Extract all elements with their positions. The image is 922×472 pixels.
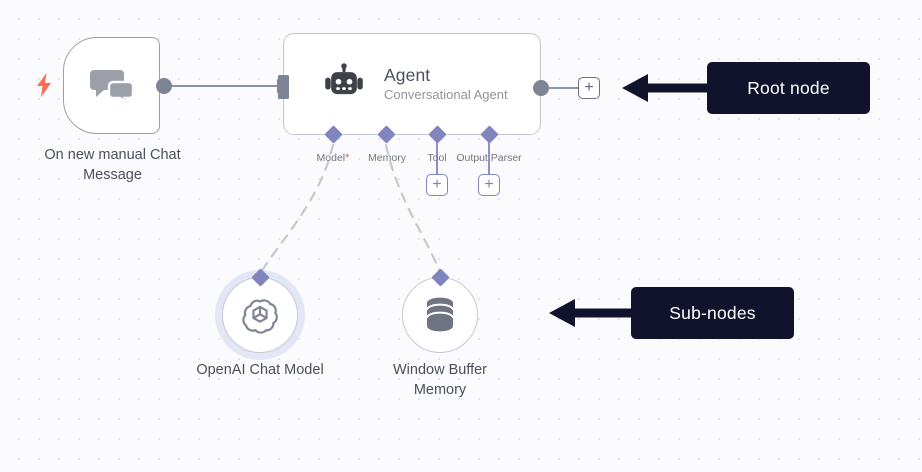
node-openai-chat-model[interactable] — [222, 277, 298, 353]
annotation-sub-nodes: Sub-nodes — [631, 287, 794, 339]
connector-label-memory: Memory — [368, 152, 406, 164]
agent-output-port[interactable] — [533, 80, 549, 96]
tool-add-button[interactable]: + — [426, 174, 448, 196]
annotation-root-node: Root node — [707, 62, 870, 114]
database-icon — [426, 297, 454, 332]
robot-icon — [325, 63, 363, 95]
connector-label-output-parser: Output Parser — [456, 152, 522, 164]
agent-subtitle: Conversational Agent — [384, 87, 508, 103]
output-parser-add-button[interactable]: + — [478, 174, 500, 196]
agent-input-port[interactable] — [278, 75, 289, 99]
edge-model-to-openai — [259, 143, 335, 274]
chat-bubbles-icon — [89, 69, 134, 105]
root-node-arrow — [622, 74, 712, 102]
agent-text-block: Agent Conversational Agent — [384, 65, 508, 103]
node-label-window-buffer-memory: Window Buffer Memory — [392, 362, 488, 398]
connector-label-model-text: Model — [316, 152, 346, 164]
sub-nodes-arrow — [549, 299, 636, 327]
node-label-trigger: On new manual Chat Message — [44, 147, 181, 183]
edge-memory-to-window-buffer — [384, 143, 442, 274]
agent-title: Agent — [384, 64, 431, 85]
node-label-openai-chat-model: OpenAI Chat Model — [196, 362, 324, 378]
agent-output-add-button[interactable]: + — [578, 77, 600, 99]
lightning-bolt-icon — [37, 73, 51, 97]
node-on-new-manual-chat-message[interactable] — [63, 37, 160, 134]
connector-label-tool: Tool — [427, 152, 447, 164]
trigger-output-port[interactable] — [156, 78, 172, 94]
required-asterisk: * — [345, 152, 350, 164]
node-agent[interactable]: Agent Conversational Agent — [283, 33, 541, 135]
connector-label-model: Model* — [293, 152, 373, 164]
node-window-buffer-memory[interactable] — [402, 277, 478, 353]
openai-logo-icon — [242, 299, 278, 334]
